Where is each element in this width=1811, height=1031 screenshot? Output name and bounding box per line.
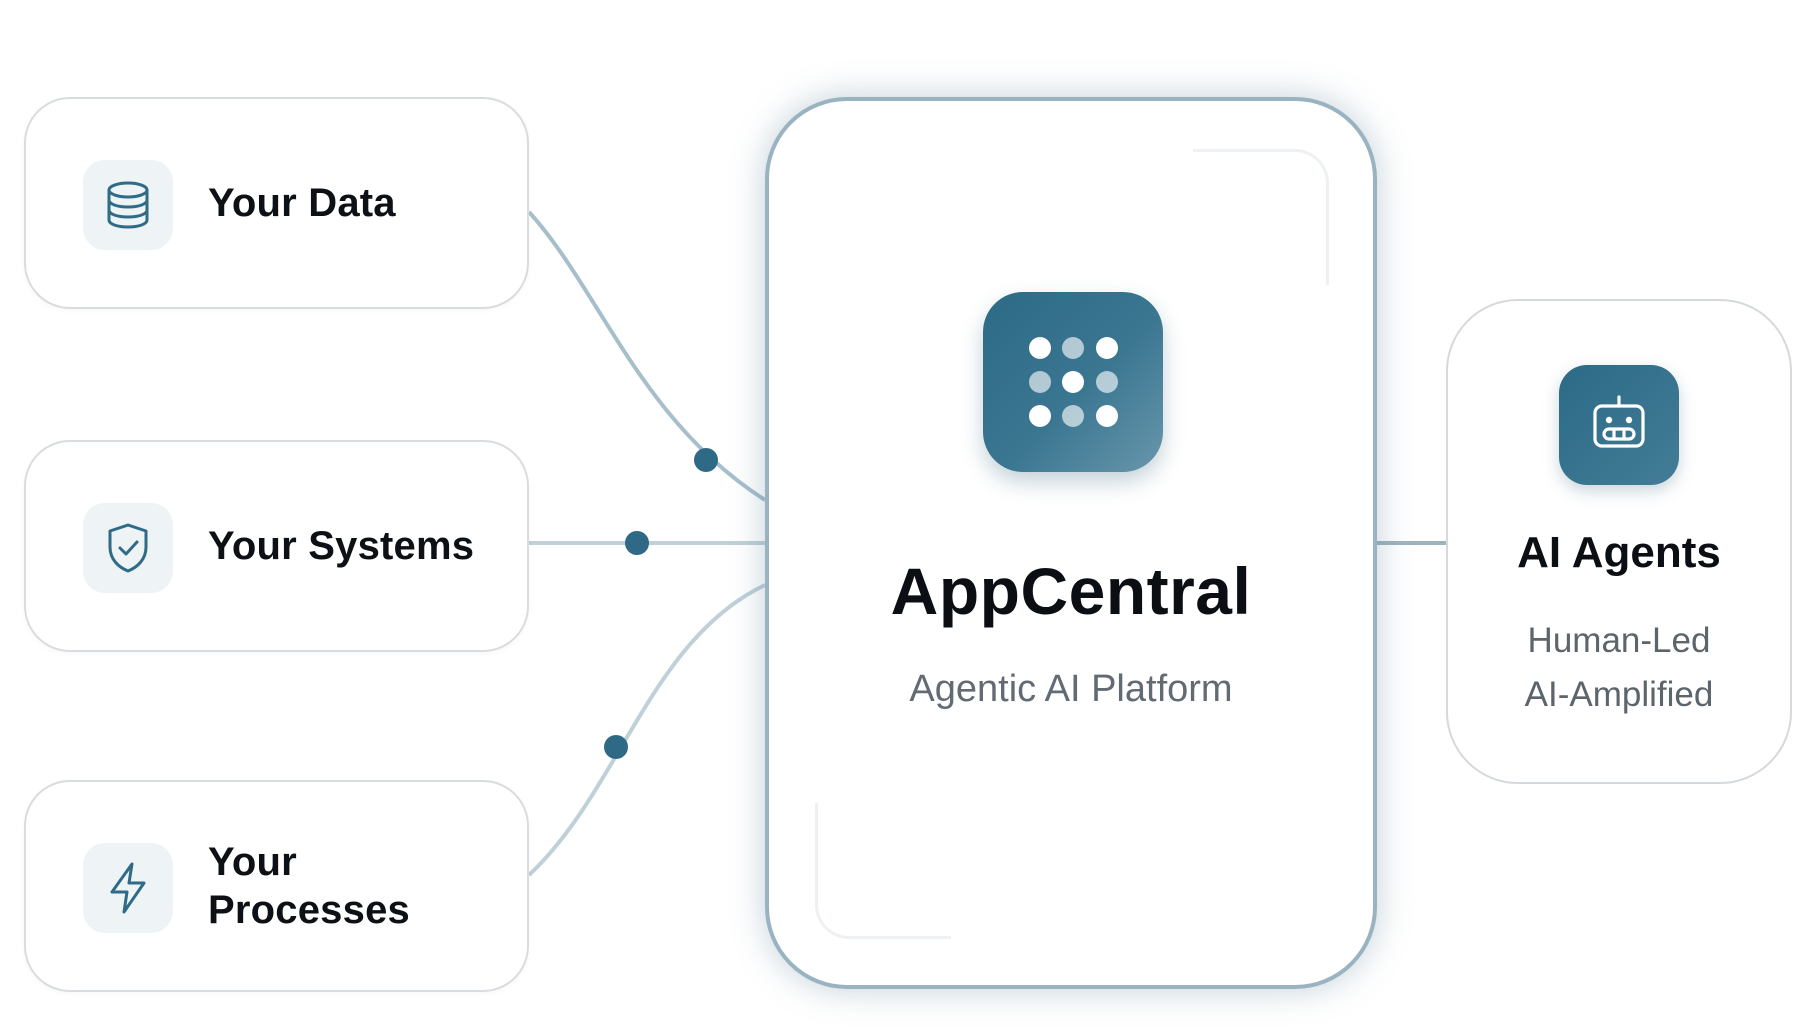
your-systems-label: Your Systems: [208, 524, 475, 568]
logo-dot: [1096, 371, 1118, 393]
your-data-label: Your Data: [208, 181, 396, 225]
your-processes-label-line1: Your: [208, 840, 297, 884]
shield-check-icon: [83, 503, 173, 593]
logo-dot: [1062, 405, 1084, 427]
your-processes-card: Your Processes: [24, 780, 529, 992]
logo-dot: [1029, 371, 1051, 393]
logo-dot: [1096, 405, 1118, 427]
logo-dot: [1062, 337, 1084, 359]
ai-agents-line2: AI-Amplified: [1524, 675, 1714, 714]
connector-node-data: [694, 448, 718, 472]
logo-dot: [1029, 337, 1051, 359]
connector-node-processes: [604, 735, 628, 759]
hub-corner-accent-bottom-left: [815, 803, 951, 939]
ai-agents-title: AI Agents: [1517, 528, 1721, 577]
connector-data-to-hub: [527, 210, 767, 502]
logo-dot: [1029, 405, 1051, 427]
connector-node-systems: [625, 531, 649, 555]
your-data-card: Your Data: [24, 97, 529, 309]
your-systems-card: Your Systems: [24, 440, 529, 652]
grid-dots-icon: [983, 292, 1163, 472]
ai-agents-card: AI Agents Human-Led AI-Amplified: [1446, 299, 1792, 784]
hub-title: AppCentral: [890, 554, 1252, 628]
lightning-icon: [83, 843, 173, 933]
connector-processes-to-hub: [527, 583, 766, 877]
your-processes-label-line2: Processes: [208, 888, 410, 932]
appcentral-hub-card: AppCentral Agentic AI Platform: [765, 97, 1377, 989]
hub-subtitle: Agentic AI Platform: [909, 668, 1233, 710]
your-processes-label: Your Processes: [208, 838, 468, 934]
logo-dot: [1062, 371, 1084, 393]
logo-dot: [1096, 337, 1118, 359]
ai-agents-line1: Human-Led: [1527, 621, 1711, 660]
robot-icon: [1559, 365, 1679, 485]
hub-corner-accent-top-right: [1193, 149, 1329, 285]
database-icon: [83, 160, 173, 250]
